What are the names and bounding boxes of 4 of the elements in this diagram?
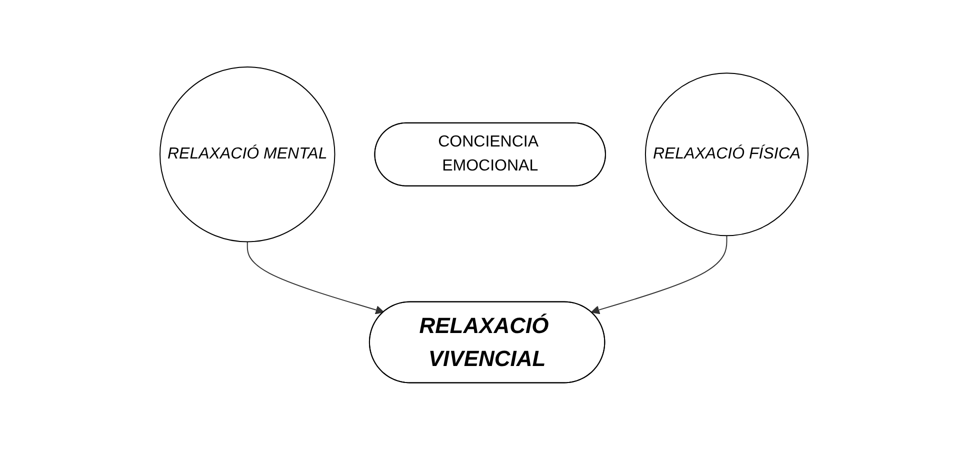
node-circle: RELAXACIÓ FÍSICA — [644, 72, 808, 236]
arrow — [246, 241, 384, 314]
arrow — [590, 235, 728, 314]
node-circle: RELAXACIÓ MENTAL — [159, 66, 336, 242]
